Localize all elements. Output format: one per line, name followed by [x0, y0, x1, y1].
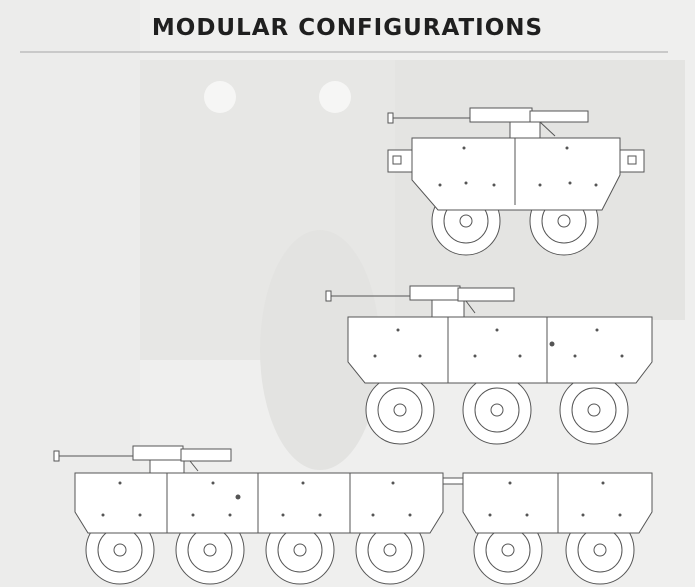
hull-module: [411, 137, 621, 211]
vehicle-six-axle: [53, 445, 653, 585]
vehicle-wheel: [365, 375, 435, 445]
hull-module: [347, 316, 653, 384]
vehicle-two-axle: [387, 107, 645, 256]
tow-point: [619, 149, 645, 173]
vehicle-wheel: [559, 375, 629, 445]
vehicle-three-axle: [325, 285, 653, 445]
machine-gun-turret: [387, 107, 589, 139]
machine-gun-turret: [53, 445, 232, 474]
vehicle-wheel: [462, 375, 532, 445]
tow-point: [387, 149, 413, 173]
page-title: MODULAR CONFIGURATIONS: [151, 15, 544, 41]
hull-module-front: [74, 472, 444, 534]
title-divider: [20, 51, 668, 53]
articulation-joint: [442, 477, 464, 485]
machine-gun-turret: [325, 285, 515, 318]
